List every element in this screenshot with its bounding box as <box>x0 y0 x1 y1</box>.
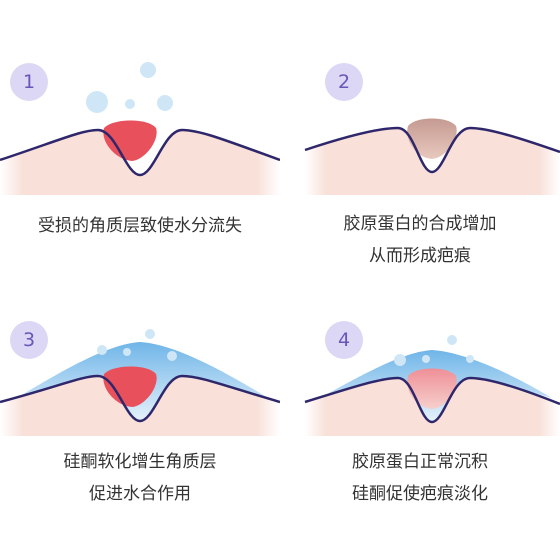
caption-line: 促进水合作用 <box>89 484 191 504</box>
water-droplet <box>140 62 156 78</box>
step-4-panel: 4 胶原蛋白正常沉积 硅酮促使疤痕淡化 <box>280 280 560 560</box>
step-1-panel: 1 受损的角质层致使水分流失 <box>0 0 280 280</box>
water-droplet <box>157 95 173 111</box>
water-droplet <box>466 355 474 363</box>
caption-line: 受损的角质层致使水分流失 <box>38 216 242 236</box>
step-1-illustration <box>0 62 280 195</box>
step-number-badge: 2 <box>325 63 363 101</box>
step-3-panel: 3 硅酮软化增生角质层 促进水合作用 <box>0 280 280 560</box>
skin-outline <box>304 126 560 174</box>
scar-collagen <box>407 118 457 159</box>
step-number-badge: 4 <box>325 321 363 359</box>
caption-line: 从而形成疤痕 <box>369 246 471 266</box>
water-droplet <box>125 99 135 109</box>
step-2-panel: 2 胶原蛋白的合成增加 从而形成疤痕 <box>280 0 560 280</box>
skin-outline <box>0 128 280 177</box>
wound-red <box>103 120 157 161</box>
caption-line: 胶原蛋白的合成增加 <box>343 214 497 234</box>
step-number-badge: 1 <box>10 63 48 101</box>
skin-outline <box>0 374 280 423</box>
water-droplet <box>86 91 108 113</box>
water-droplet <box>394 354 406 366</box>
water-droplet <box>123 348 131 356</box>
step-3-illustration <box>0 329 280 436</box>
wound-red <box>103 366 157 407</box>
caption-line: 硅酮促使疤痕淡化 <box>352 484 488 504</box>
water-droplet <box>145 329 155 339</box>
step-number-badge: 3 <box>10 321 48 359</box>
water-droplet <box>167 351 177 361</box>
skin-outline <box>304 376 560 424</box>
water-droplet <box>447 335 457 345</box>
step-2-illustration <box>304 118 560 195</box>
skin-layer <box>305 378 560 436</box>
step-caption: 硅酮软化增生角质层 促进水合作用 <box>0 446 280 510</box>
step-caption: 胶原蛋白的合成增加 从而形成疤痕 <box>280 208 560 272</box>
step-caption: 受损的角质层致使水分流失 <box>0 210 280 242</box>
fading-scar <box>407 368 457 409</box>
skin-layer <box>305 128 560 195</box>
water-droplet <box>422 355 430 363</box>
caption-line: 硅酮软化增生角质层 <box>63 452 217 472</box>
step-4-illustration <box>304 335 560 436</box>
step-caption: 胶原蛋白正常沉积 硅酮促使疤痕淡化 <box>280 446 560 510</box>
caption-line: 胶原蛋白正常沉积 <box>352 452 488 472</box>
skin-layer <box>0 130 280 195</box>
skin-layer <box>0 376 280 436</box>
water-droplet <box>97 345 107 355</box>
